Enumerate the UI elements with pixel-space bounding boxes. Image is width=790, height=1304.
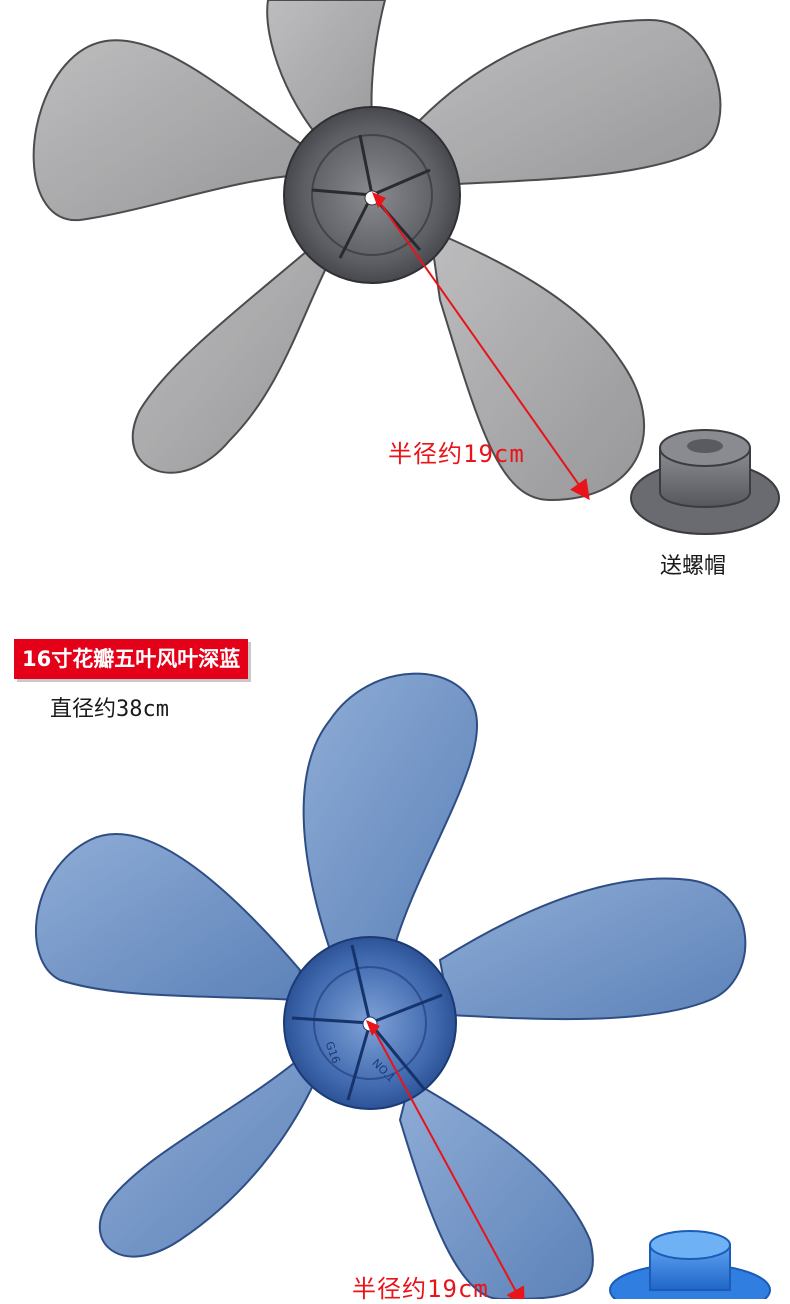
blue-fan-illustration: G16 NO.1 (35, 672, 771, 1299)
grey-radius-label: 半径约19cm (388, 440, 525, 468)
blue-cap-nut (609, 1230, 771, 1299)
grey-radius-arrow (372, 192, 590, 501)
blue-radius-label: 半径约19cm (352, 1275, 489, 1303)
grey-fan-hub (283, 106, 461, 284)
grey-fan-section: 半径约19cm 送螺帽 (0, 0, 790, 600)
product-banner: 16寸花瓣五叶风叶深蓝 (14, 639, 249, 679)
blue-radius-arrow (366, 1020, 525, 1299)
grey-fan-illustration (32, 0, 780, 535)
blue-fan-section: G16 NO.1 16寸花瓣五叶风叶深蓝 直径约38cm 半径约19cm (0, 600, 790, 1303)
diameter-label: 直径约38cm (50, 697, 169, 722)
grey-cap-nut (630, 429, 780, 535)
blue-fan-blades (35, 672, 747, 1299)
cap-nut-label: 送螺帽 (660, 554, 727, 579)
